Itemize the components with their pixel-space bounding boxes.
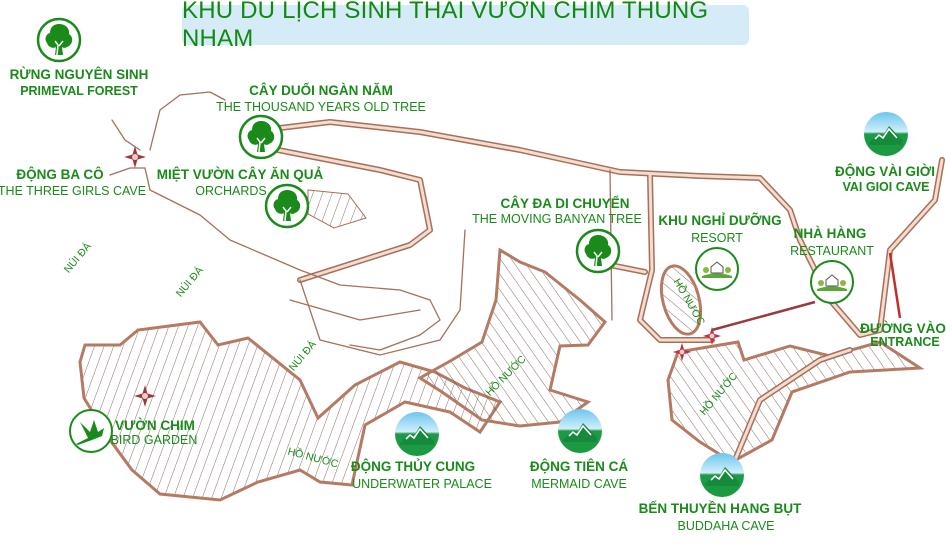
label-orchards-en: ORCHARDS [195,184,267,198]
mountain-icon[interactable] [394,411,440,457]
label-entrance-vn: ĐƯỜNG VÀO [860,321,946,336]
label-restaurant-vn: NHÀ HÀNG [793,226,867,241]
tree-icon[interactable] [264,183,310,229]
lake-bird-garden [78,320,503,502]
label-primeval-forest-vn: RỪNG NGUYÊN SINH [9,67,149,82]
tree-icon[interactable] [36,17,82,63]
label-bird-garden-vn: VƯỜN CHIM [115,418,195,433]
label-thousand-year-tree-en: THE THOUSAND YEARS OLD TREE [216,100,426,114]
mountain-icon[interactable] [863,111,909,157]
compass-star-icon[interactable] [672,342,692,362]
bird-icon[interactable] [68,408,114,454]
label-three-girls-cave-en: THE THREE GIRLS CAVE [0,184,147,198]
label-underwater-palace-vn: ĐỘNG THỦY CUNG [350,459,476,474]
label-mermaid-cave-en: MERMAID CAVE [531,477,627,491]
label-entrance-en: ENTRANCE [870,335,940,349]
mountain-icon[interactable] [557,408,603,454]
label-orchards-vn: MIỆT VƯỜN CÂY ĂN QUẢ [156,167,324,182]
label-moving-banyan-vn: CÂY ĐA DI CHUYỂN [500,196,630,211]
label-vai-gioi-en: VAI GIOI CAVE [842,180,930,194]
label-primeval-forest-en: PRIMEVAL FOREST [20,84,138,98]
label-resort-en: RESORT [691,231,743,245]
house-icon[interactable] [809,259,855,305]
map-title: KHU DU LỊCH SINH THÁI VƯỜN CHIM THUNG NH… [182,0,749,52]
label-underwater-palace-en: UNDERWATER PALACE [352,477,492,491]
entrance-line [888,252,902,319]
label-bird-garden-en: BIRD GARDEN [110,433,198,447]
label-buddha-cave-vn: BẾN THUYỀN HANG BỤT [638,501,802,516]
label-three-girls-cave-vn: ĐỘNG BA CÔ [16,167,104,182]
main-roads [109,91,945,463]
label-mermaid-cave-vn: ĐỘNG TIÊN CÁ [529,459,629,474]
house-icon[interactable] [694,246,740,292]
mountain-icon[interactable] [699,452,745,498]
label-moving-banyan-en: THE MOVING BANYAN TREE [472,212,642,226]
lake-middle [417,247,925,464]
orchard-plot [307,189,367,229]
compass-star-icon[interactable] [123,145,147,169]
compass-star-icon[interactable] [133,384,157,408]
label-thousand-year-tree-vn: CÂY DUỐI NGÀN NĂM [249,83,393,98]
restaurant-connector [711,300,816,332]
label-vai-gioi-vn: ĐỘNG VÀI GIỜI [834,164,936,179]
compass-star-icon[interactable] [702,326,722,346]
label-restaurant-en: RESTAURANT [790,244,874,258]
label-resort-vn: KHU NGHỈ DƯỠNG [658,213,782,228]
tree-icon[interactable] [575,228,621,274]
tree-icon[interactable] [238,114,284,160]
label-buddha-cave-en: BUDDAHA CAVE [677,519,775,533]
